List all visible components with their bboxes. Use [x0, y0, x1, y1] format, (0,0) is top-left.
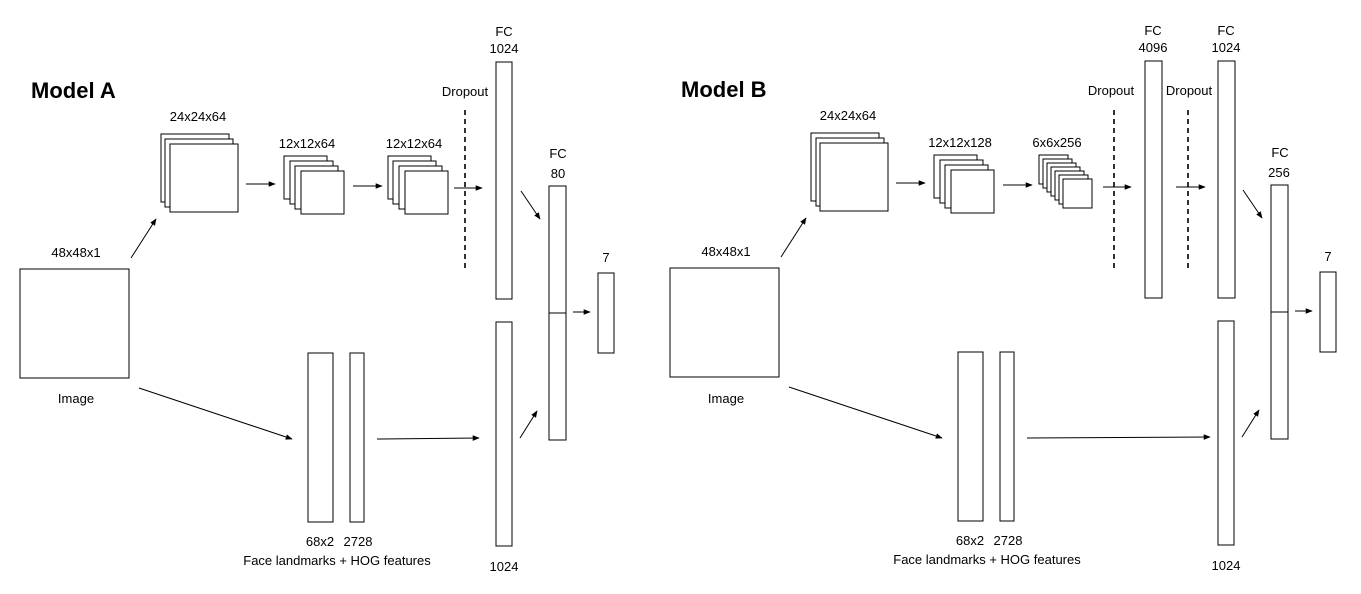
model-b-feature-fc-bar: [1217, 320, 1235, 546]
model-b-conv3-stack: [1038, 154, 1093, 209]
model-a-conv2-size: 12x12x64: [279, 136, 335, 151]
model-a-conv3-stack: [387, 155, 449, 215]
model-a-fc1-bar: [495, 61, 513, 300]
model-b-hog-size: 2728: [994, 533, 1023, 548]
model-a: Model A 48x48x1 Image 24x24x64 12x12x64 …: [19, 24, 615, 574]
model-a-title: Model A: [31, 78, 116, 103]
model-b-fc3-size: 256: [1268, 165, 1290, 180]
model-a-conv1-stack: [160, 133, 239, 213]
model-a-conv2-stack: [283, 155, 345, 215]
model-a-input-image-box: [19, 268, 130, 379]
model-b-conv2-size: 12x12x128: [928, 135, 992, 150]
model-a-feature-fc-bar: [495, 321, 513, 547]
model-b-fc3-name: FC: [1271, 145, 1288, 160]
model-b-title: Model B: [681, 77, 767, 102]
model-b-fc1-name: FC: [1144, 23, 1161, 38]
model-a-output-bar: [597, 272, 615, 354]
model-a-input-label: Image: [58, 391, 94, 406]
model-a-fc1-name: FC: [495, 24, 512, 39]
model-a-landmarks-bar: [307, 352, 334, 523]
model-a-hog-bar: [349, 352, 365, 523]
model-a-landmarks-size: 68x2: [306, 534, 334, 549]
model-a-fc2-size: 80: [551, 166, 565, 181]
model-b: Model B 48x48x1 Image 24x24x64 12x12x128…: [669, 23, 1337, 573]
model-a-fc1-size: 1024: [490, 41, 519, 56]
model-a-arrows: [130, 181, 591, 441]
model-b-input-label: Image: [708, 391, 744, 406]
model-b-dropout1-label: Dropout: [1088, 83, 1135, 98]
model-a-fc2-name: FC: [549, 146, 566, 161]
model-b-input-size: 48x48x1: [701, 244, 750, 259]
model-b-fc2-bar: [1217, 60, 1236, 299]
model-b-features-caption: Face landmarks + HOG features: [893, 552, 1081, 567]
model-b-feature-fc-size: 1024: [1212, 558, 1241, 573]
model-b-hog-bar: [999, 351, 1015, 522]
model-b-fc2-name: FC: [1217, 23, 1234, 38]
model-a-conv1-size: 24x24x64: [170, 109, 226, 124]
model-b-arrows: [780, 180, 1313, 440]
model-b-conv3-size: 6x6x256: [1032, 135, 1081, 150]
model-b-output-size: 7: [1324, 249, 1331, 264]
model-b-input-image-box: [669, 267, 780, 378]
model-a-dropout-label: Dropout: [442, 84, 489, 99]
model-a-features-caption: Face landmarks + HOG features: [243, 553, 431, 568]
model-b-landmarks-bar: [957, 351, 984, 522]
model-b-fc1-bar: [1144, 60, 1163, 299]
model-b-fc2-size: 1024: [1212, 40, 1241, 55]
model-a-conv3-size: 12x12x64: [386, 136, 442, 151]
model-a-input-size: 48x48x1: [51, 245, 100, 260]
model-a-output-size: 7: [602, 250, 609, 265]
model-b-conv1-stack: [810, 132, 889, 212]
model-a-hog-size: 2728: [344, 534, 373, 549]
model-a-feature-fc-size: 1024: [490, 559, 519, 574]
model-b-fc1-size: 4096: [1139, 40, 1168, 55]
model-b-landmarks-size: 68x2: [956, 533, 984, 548]
model-b-conv1-size: 24x24x64: [820, 108, 876, 123]
model-b-conv2-stack: [933, 154, 995, 214]
model-b-dropout2-label: Dropout: [1166, 83, 1213, 98]
model-b-output-bar: [1319, 271, 1337, 353]
